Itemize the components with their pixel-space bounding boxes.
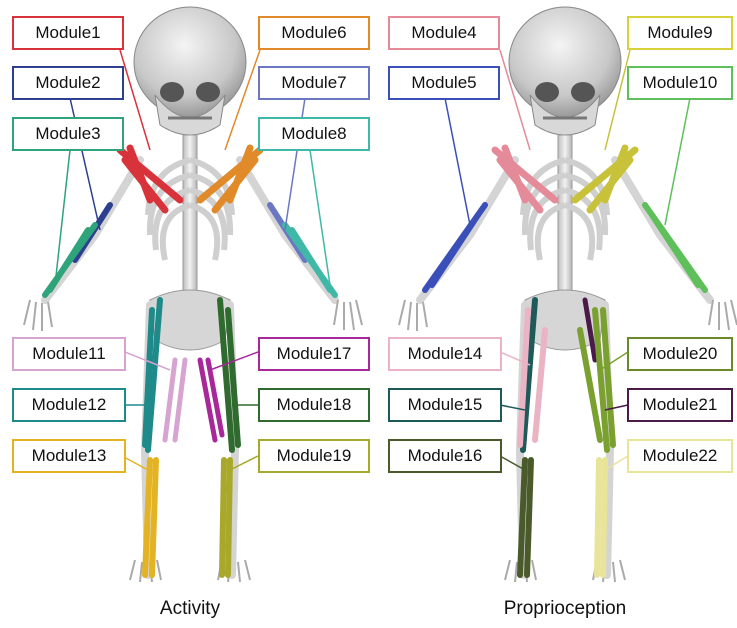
label-module13: Module13 bbox=[12, 439, 126, 473]
label-module10: Module10 bbox=[627, 66, 733, 100]
label-module21: Module21 bbox=[627, 388, 733, 422]
muscle-module5 bbox=[425, 205, 485, 290]
label-module15: Module15 bbox=[388, 388, 502, 422]
muscle-module16 bbox=[520, 460, 531, 575]
muscle-module13 bbox=[145, 460, 156, 575]
label-module7: Module7 bbox=[258, 66, 370, 100]
label-module17: Module17 bbox=[258, 337, 370, 371]
label-module14: Module14 bbox=[388, 337, 502, 371]
muscle-module19 bbox=[222, 460, 230, 575]
muscle-module10 bbox=[645, 205, 705, 290]
label-module6: Module6 bbox=[258, 16, 370, 50]
muscle-module8 bbox=[285, 225, 335, 295]
label-module4: Module4 bbox=[388, 16, 500, 50]
panel-title-proprioception: Proprioception bbox=[465, 598, 665, 620]
label-module22: Module22 bbox=[627, 439, 733, 473]
muscle-module3 bbox=[45, 225, 95, 295]
label-module3: Module3 bbox=[12, 117, 124, 151]
panel-title-activity: Activity bbox=[90, 598, 290, 620]
label-module5: Module5 bbox=[388, 66, 500, 100]
muscle-module11 bbox=[165, 360, 185, 440]
label-module20: Module20 bbox=[627, 337, 733, 371]
label-module11: Module11 bbox=[12, 337, 126, 371]
label-module1: Module1 bbox=[12, 16, 124, 50]
label-module18: Module18 bbox=[258, 388, 370, 422]
label-module12: Module12 bbox=[12, 388, 126, 422]
label-module8: Module8 bbox=[258, 117, 370, 151]
label-module9: Module9 bbox=[627, 16, 733, 50]
muscle-module22 bbox=[597, 460, 605, 575]
label-module2: Module2 bbox=[12, 66, 124, 100]
label-module16: Module16 bbox=[388, 439, 502, 473]
muscle-module17 bbox=[200, 360, 222, 440]
label-module19: Module19 bbox=[258, 439, 370, 473]
